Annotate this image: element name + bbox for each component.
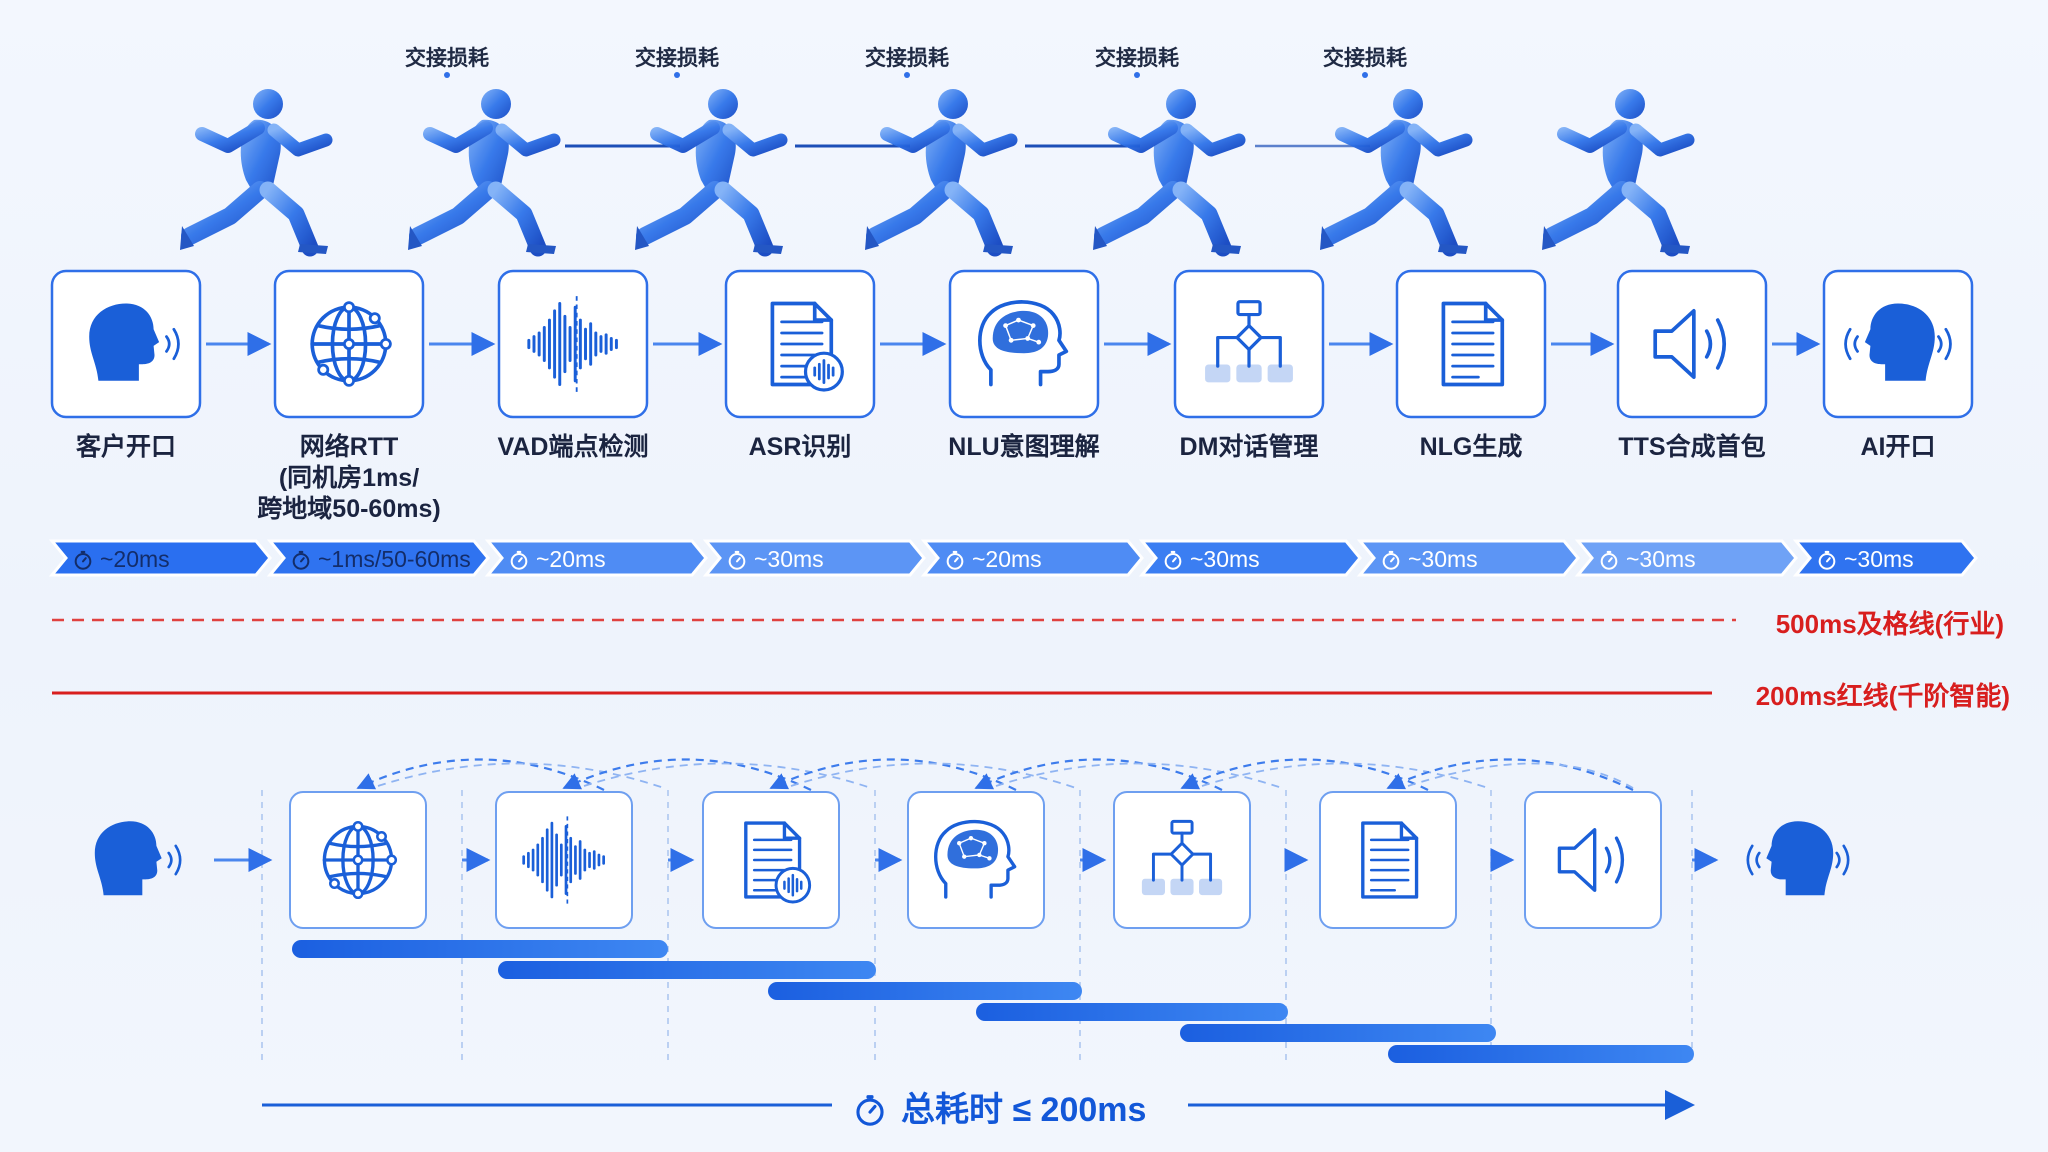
waveform-icon xyxy=(522,816,605,904)
dependency-arc xyxy=(1386,758,1634,791)
runner-figure xyxy=(1542,89,1695,257)
document-icon xyxy=(1441,301,1505,387)
parallel-bar xyxy=(292,940,668,958)
parallel-bar xyxy=(498,961,876,979)
waveform-icon xyxy=(527,296,618,392)
chevron-segment xyxy=(920,539,1144,577)
parallel-bar xyxy=(768,982,1082,1000)
globe-network-icon xyxy=(322,820,398,900)
dependency-arc xyxy=(377,762,665,789)
parallel-stage-box xyxy=(1113,791,1251,929)
globe-network-icon xyxy=(310,301,392,387)
parallel-dependency-arcs xyxy=(356,758,1634,791)
dependency-arc xyxy=(1201,762,1489,789)
parallel-stage-boxes xyxy=(94,791,1850,929)
dependency-arc xyxy=(562,758,812,791)
flowchart-icon xyxy=(1205,300,1293,383)
chevron-segment xyxy=(48,539,272,577)
parallel-gantt-bars xyxy=(292,940,1694,1063)
relay-runners xyxy=(180,89,1695,257)
speaker-icon xyxy=(1653,309,1727,379)
chevron-segment xyxy=(1138,539,1362,577)
dependency-arc xyxy=(1407,762,1634,789)
flowchart-icon xyxy=(1141,819,1223,896)
parallel-bar xyxy=(976,1003,1288,1021)
brain-head-icon xyxy=(978,300,1069,387)
document-audio-icon xyxy=(744,821,812,904)
dependency-arc xyxy=(1180,758,1429,791)
chevron-segment xyxy=(1356,539,1580,577)
parallel-bar xyxy=(1180,1024,1496,1042)
stage-box xyxy=(497,269,649,419)
speaker-icon xyxy=(1557,828,1625,892)
stage-box xyxy=(1616,269,1768,419)
document-audio-icon xyxy=(770,301,844,392)
chevron-segment xyxy=(266,539,490,577)
dependency-arc xyxy=(974,758,1223,791)
speaking-head-icon xyxy=(94,821,182,896)
runner-figure xyxy=(180,89,333,257)
parallel-bar xyxy=(1388,1045,1694,1063)
stage-box xyxy=(1173,269,1325,419)
chevron-segment xyxy=(484,539,708,577)
brain-head-icon xyxy=(934,819,1017,899)
document-icon xyxy=(1361,821,1419,899)
pipeline-stage-boxes xyxy=(50,269,1974,419)
runner-figure xyxy=(635,89,788,257)
dependency-arc xyxy=(769,758,1017,791)
dependency-arc xyxy=(790,762,1077,789)
chevron-segment xyxy=(702,539,926,577)
speaking-head-icon xyxy=(89,303,180,381)
listening-head-icon xyxy=(1746,821,1850,896)
dependency-arc xyxy=(995,762,1283,789)
latency-chevron-timeline xyxy=(48,539,1978,577)
runner-figure xyxy=(1320,89,1473,257)
dependency-arc xyxy=(583,762,872,789)
chevron-segment xyxy=(1574,539,1798,577)
parallel-stage-box xyxy=(495,791,633,929)
runner-figure xyxy=(1093,89,1246,257)
runner-figure xyxy=(408,89,561,257)
runner-figure xyxy=(865,89,1018,257)
listening-head-icon xyxy=(1844,303,1952,381)
chevron-segment xyxy=(1792,539,1978,577)
